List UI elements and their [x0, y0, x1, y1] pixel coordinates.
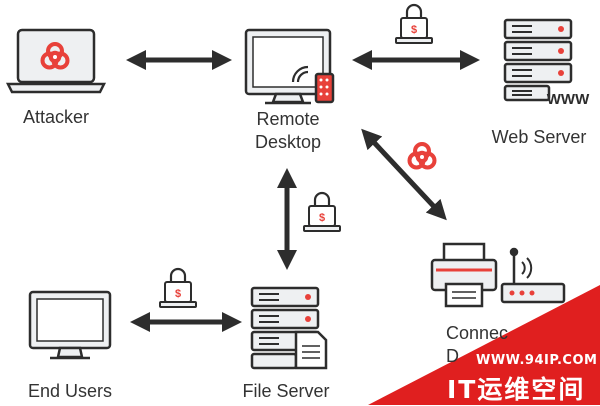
label-connected-devices: Connec D	[446, 323, 509, 366]
label-file-server: File Server	[242, 381, 330, 401]
www-badge: WWW	[547, 91, 590, 108]
watermark-text: IT运维空间	[447, 375, 586, 404]
lock-symbol: $	[319, 212, 325, 224]
label-end-users: End Users	[27, 381, 113, 401]
watermark-url: WWW.94IP.COM	[476, 353, 598, 368]
web-server-rack	[503, 18, 573, 102]
document-icon	[294, 330, 328, 370]
label-web-server: Web Server	[491, 127, 587, 147]
remote-control-icon	[314, 72, 335, 104]
label-attacker: Attacker	[22, 107, 90, 127]
lock-symbol: $	[411, 24, 417, 36]
arrow-remote-devices	[361, 128, 447, 221]
attacker-laptop	[5, 28, 107, 94]
end-users-monitor	[28, 290, 112, 360]
connections	[126, 50, 480, 332]
watermark-banner	[368, 285, 600, 405]
label-remote-desktop: Remote Desktop	[254, 109, 322, 152]
lock-symbol: $	[175, 288, 181, 300]
router-device	[500, 247, 566, 304]
wifi-icon	[291, 65, 309, 83]
printer-device	[430, 242, 498, 308]
file-server-rack	[250, 286, 328, 370]
biohazard-icon	[407, 142, 437, 170]
remote-desktop-monitor	[244, 28, 335, 105]
